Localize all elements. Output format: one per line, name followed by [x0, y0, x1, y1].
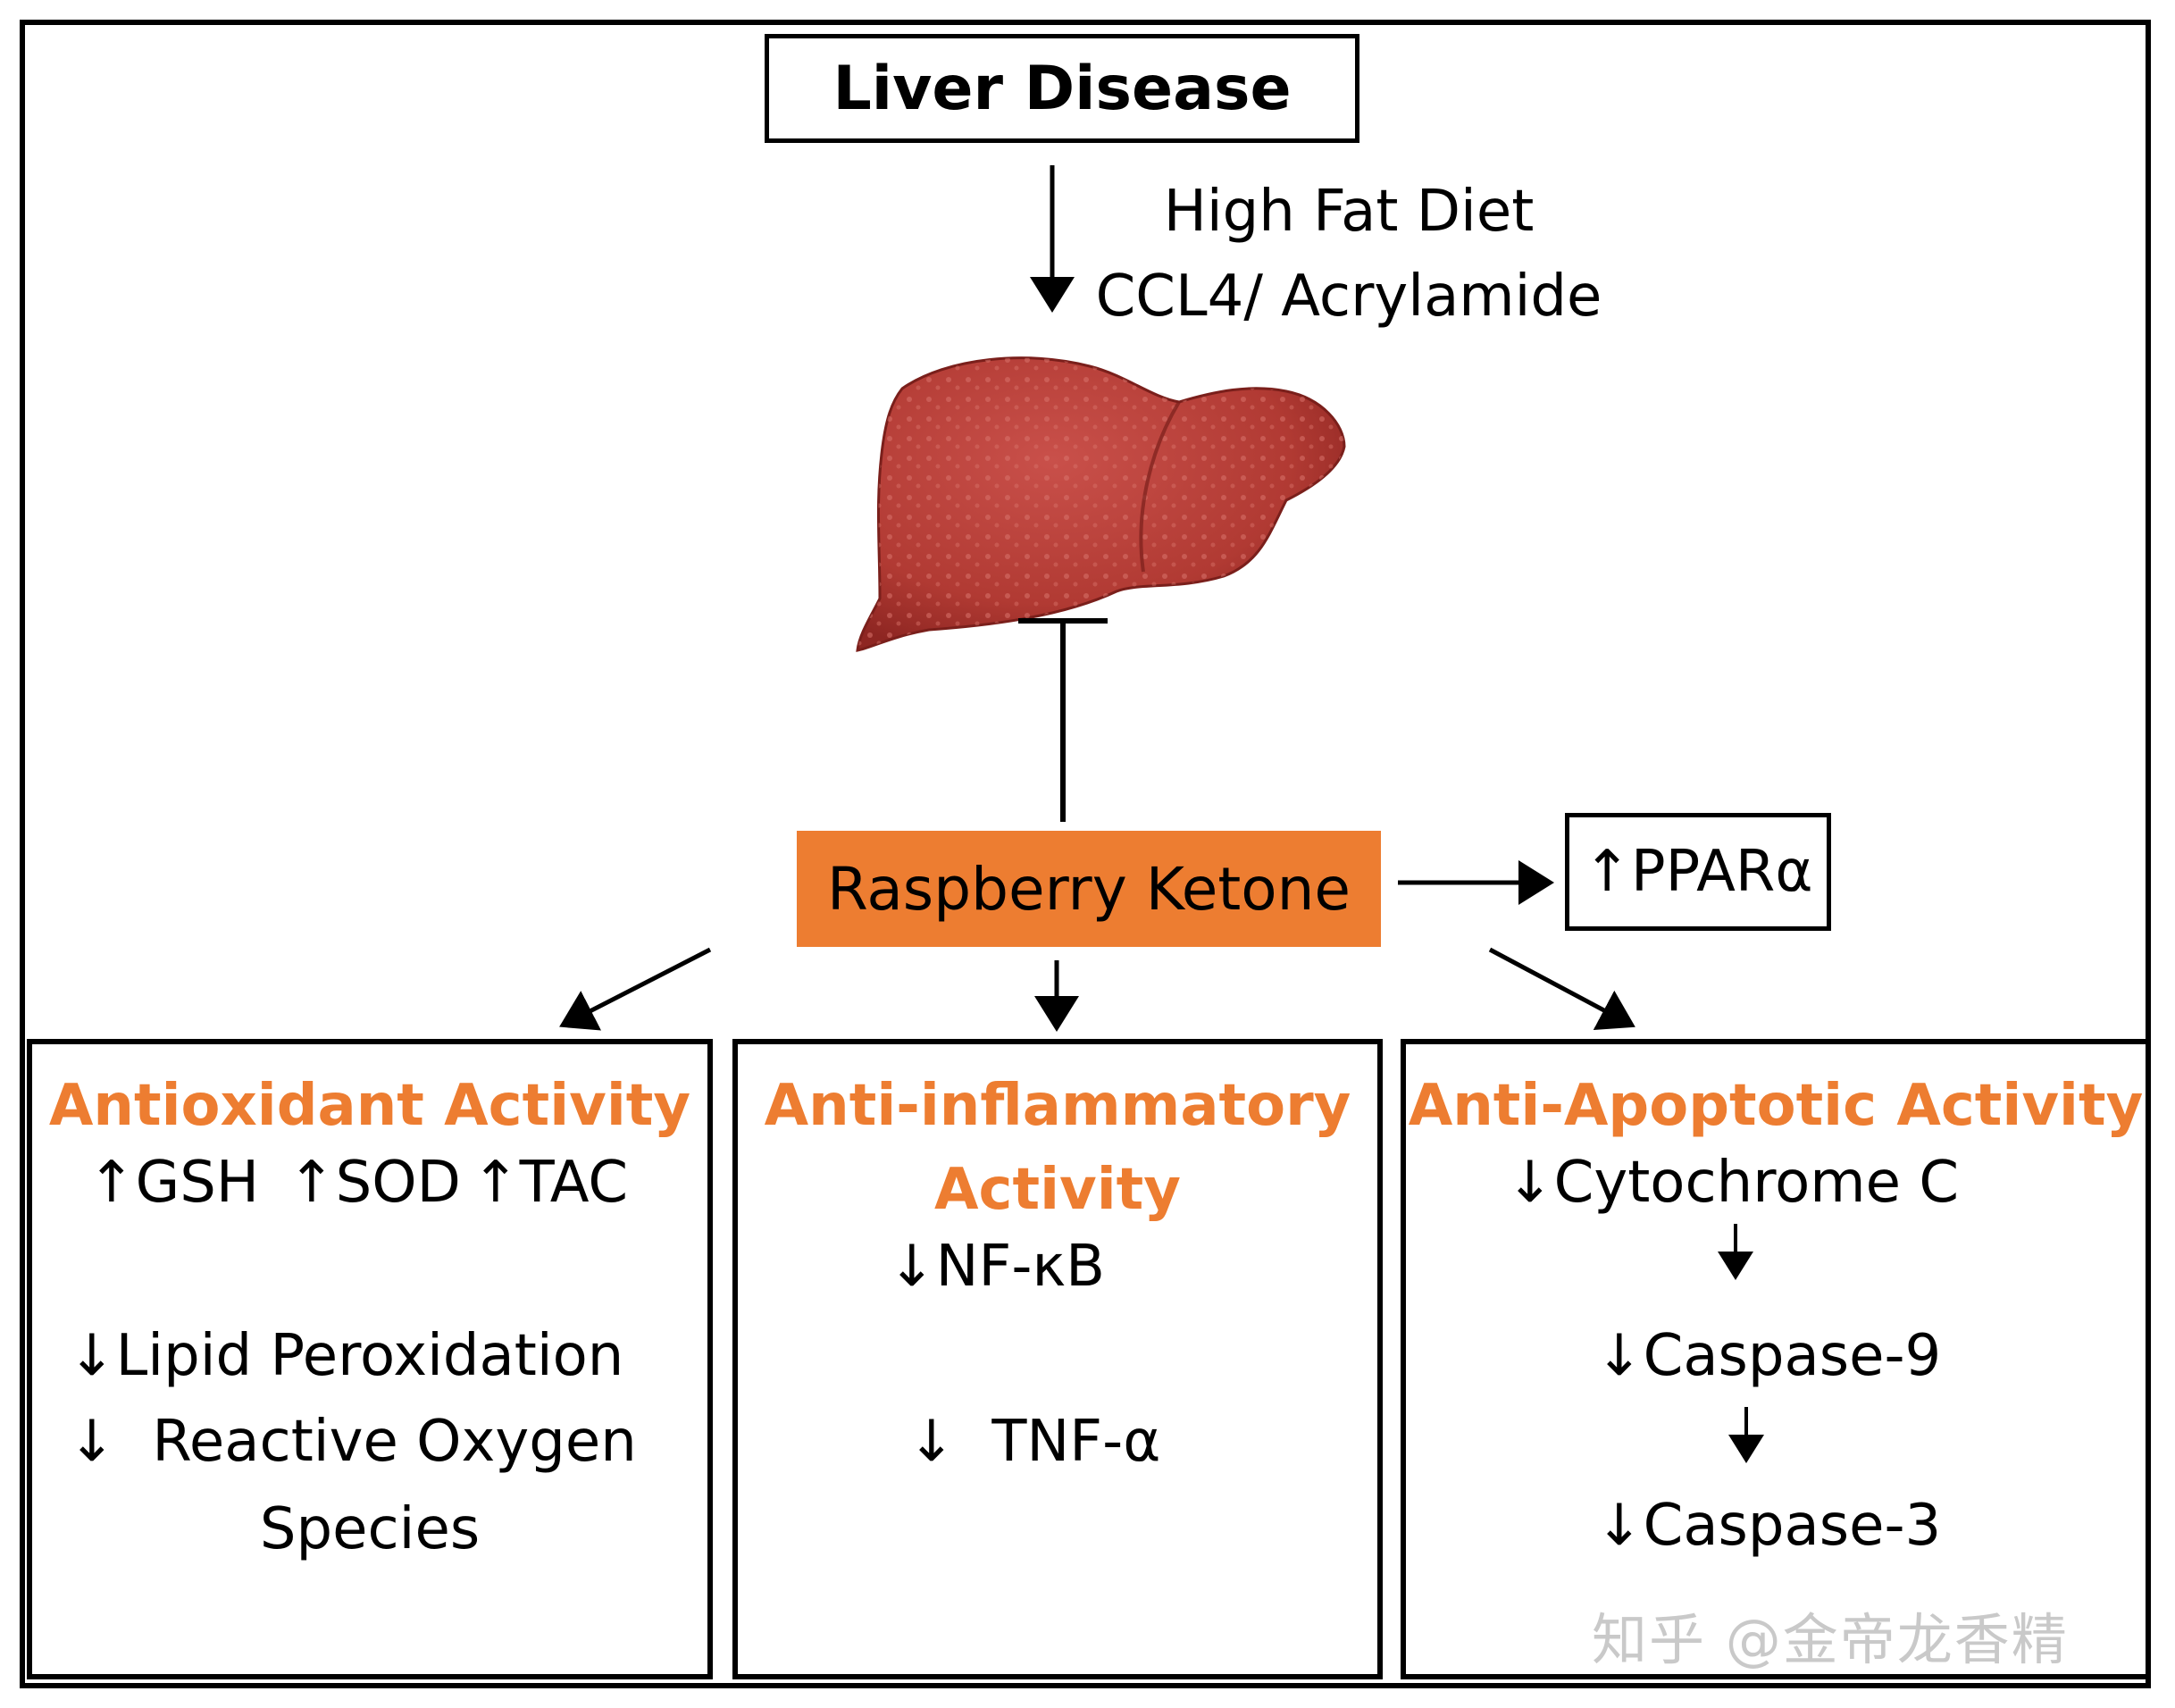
up-arrow-icon: ↑ — [88, 1150, 136, 1216]
liver-disease-title: Liver Disease — [765, 34, 1359, 143]
ppar-alpha-box: ↑ PPARα — [1565, 813, 1831, 931]
raspberry-ketone-box: Raspberry Ketone — [797, 831, 1381, 947]
lipid-peroxidation: ↓Lipid Peroxidation — [68, 1323, 624, 1389]
watermark: 知乎 @金帝龙香精 — [1592, 1607, 2069, 1672]
down-arrow-icon: ↓ — [908, 1409, 956, 1475]
down-arrow-icon: ↓ — [1595, 1493, 1644, 1559]
cause-ccl4-acrylamide: CCL4/ Acrylamide — [1095, 264, 1602, 330]
liver-illustration — [856, 356, 1346, 652]
diagram-frame — [20, 20, 2151, 1688]
panel-anti-inflammatory: Anti-inflammatory Activity ↓NF-κB ↓ TNF-… — [732, 1039, 1383, 1679]
nf-kb: ↓NF-κB — [888, 1234, 1106, 1300]
down-arrow-icon: ↓ — [888, 1234, 936, 1300]
cause-high-fat-diet: High Fat Diet — [1163, 179, 1535, 245]
reactive-oxygen-species: ↓ Reactive Oxygen — [68, 1409, 637, 1475]
antioxidant-title: Antioxidant Activity — [48, 1073, 691, 1139]
up-arrow-icon: ↑ — [1583, 839, 1632, 905]
tnf-alpha: ↓ TNF-α — [908, 1409, 1161, 1475]
panel-anti-apoptotic: Anti-Apoptotic Activity ↓Cytochrome C ↓C… — [1401, 1039, 2151, 1679]
marker-sod: ↑SOD — [288, 1150, 461, 1216]
marker-gsh: ↑GSH — [88, 1150, 259, 1216]
marker-tac: ↑TAC — [472, 1150, 629, 1216]
caspase-9: ↓Caspase-9 — [1595, 1323, 1942, 1389]
down-arrow-icon: ↓ — [1595, 1323, 1644, 1389]
up-arrow-icon: ↑ — [288, 1150, 336, 1216]
arrow-to-antioxidant — [559, 947, 712, 1031]
down-arrow-icon: ↓ — [68, 1409, 116, 1475]
caspase-3: ↓Caspase-3 — [1595, 1493, 1942, 1559]
species-line: Species — [259, 1496, 481, 1562]
up-arrow-icon: ↑ — [472, 1150, 520, 1216]
down-arrow-icon: ↓ — [68, 1323, 116, 1389]
ppar-alpha-label: PPARα — [1631, 839, 1813, 905]
anti-inflammatory-title: Anti-inflammatory Activity — [764, 1073, 1351, 1223]
raspberry-ketone-label: Raspberry Ketone — [826, 854, 1351, 924]
disease-causes: High Fat Diet CCL4/ Acrylamide — [1081, 170, 1617, 339]
down-arrow-icon: ↓ — [1506, 1150, 1554, 1216]
anti-apoptotic-title: Anti-Apoptotic Activity — [1408, 1073, 2144, 1139]
cytochrome-c: ↓Cytochrome C — [1506, 1150, 1959, 1216]
panel-antioxidant: Antioxidant Activity ↑GSH ↑SOD ↑TAC ↓Lip… — [27, 1039, 713, 1679]
arrow-to-anti-apoptotic — [1488, 947, 1635, 1030]
